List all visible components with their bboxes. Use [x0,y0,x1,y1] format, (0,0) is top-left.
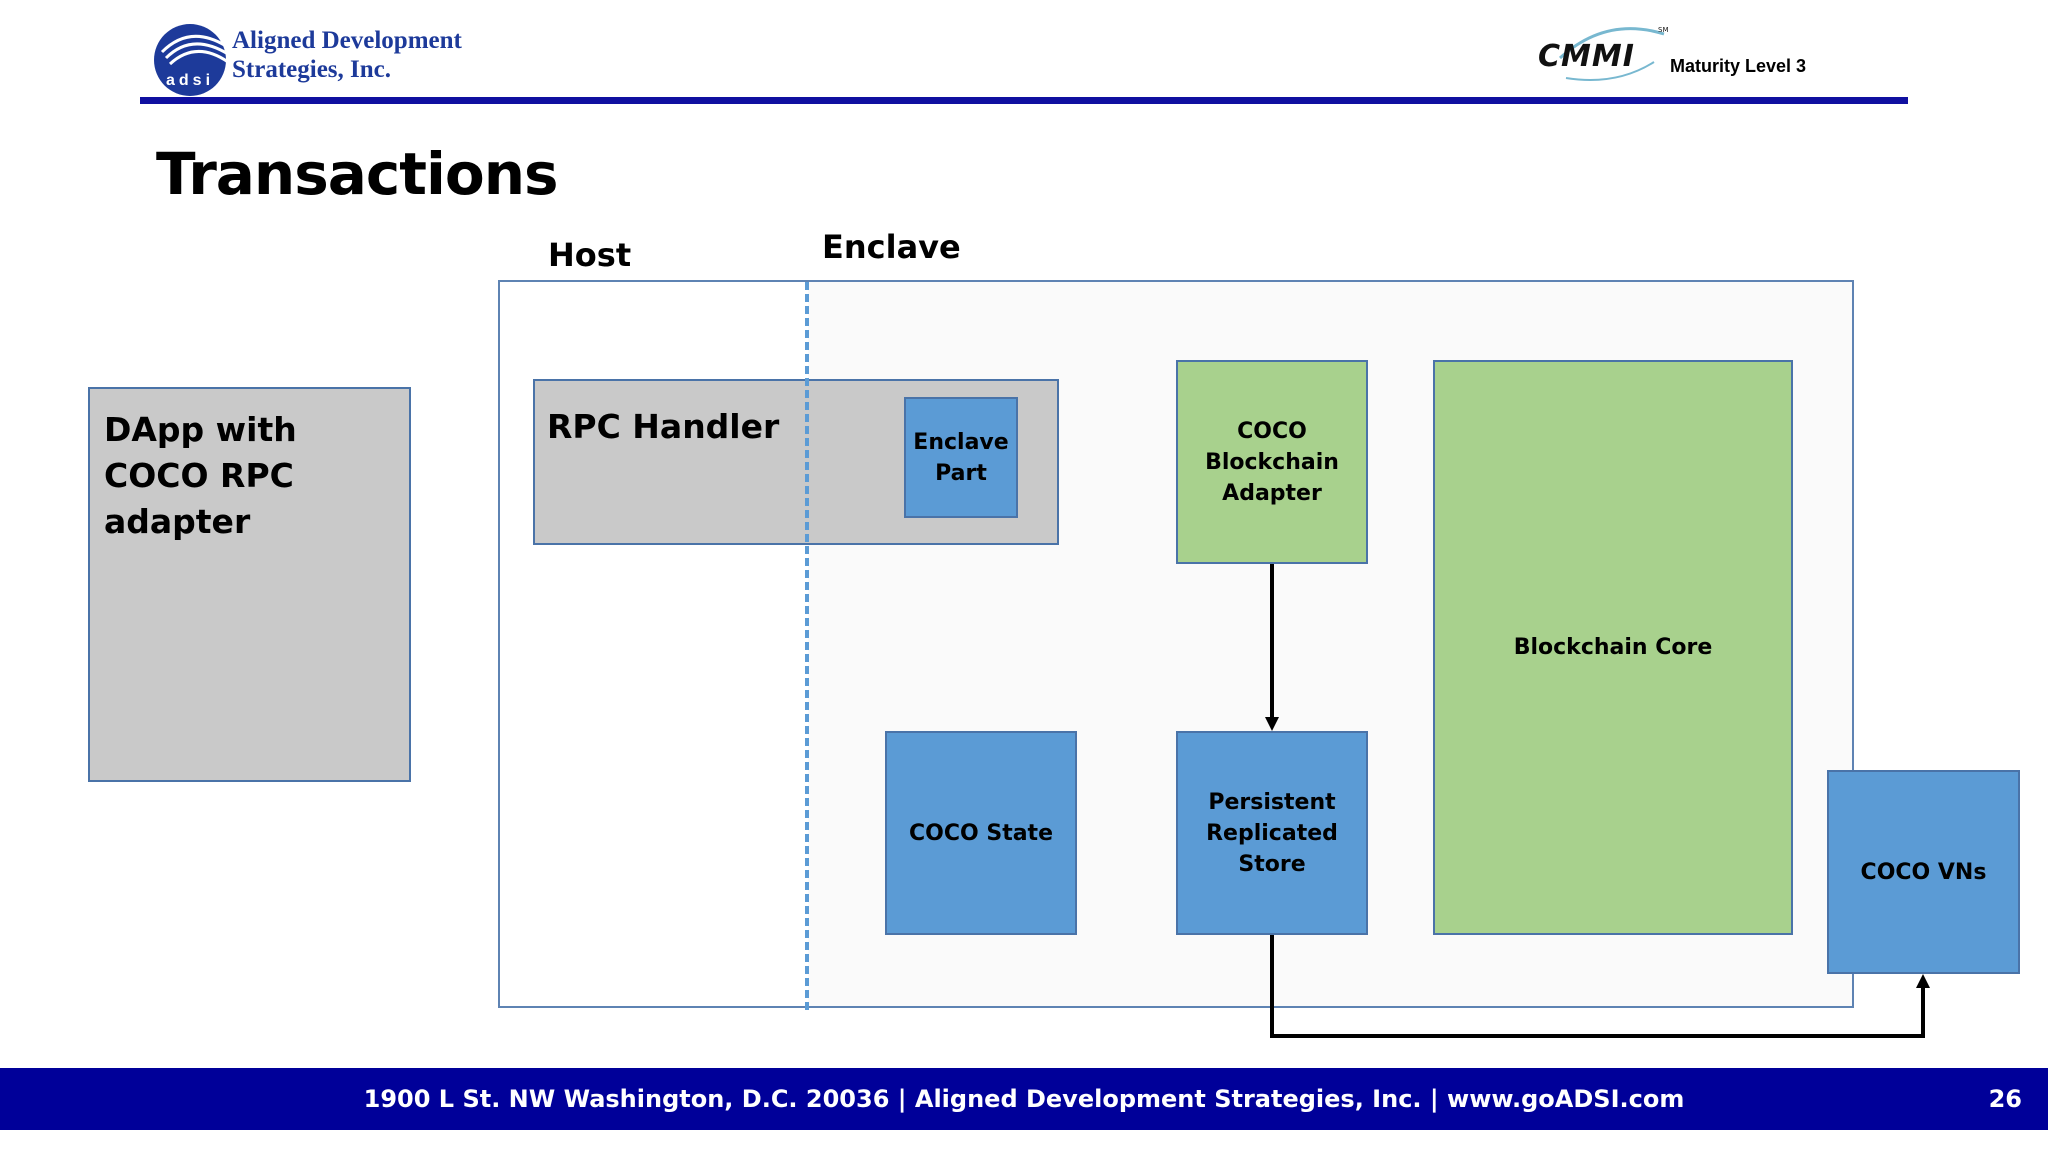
persistent-replicated-store-box: Persistent Replicated Store [1176,731,1368,935]
company-name: Aligned Development Strategies, Inc. [232,26,462,84]
maturity-level: Maturity Level 3 [1670,56,1807,76]
blockchain-core-box: Blockchain Core [1433,360,1793,935]
slide-title: Transactions [156,140,559,208]
footer-text: 1900 L St. NW Washington, D.C. 20036 | A… [363,1085,1685,1113]
dapp-box: DApp with COCO RPC adapter [88,387,411,782]
company-name-line2: Strategies, Inc. [232,56,391,83]
cmmi-sm-mark: SM [1658,26,1668,34]
coco-state-box: COCO State [885,731,1077,935]
cmmi-logo-icon: CMMI SM [1538,26,1668,81]
header-rule [140,97,1908,104]
coco-vns-box: COCO VNs [1827,770,2020,974]
store-to-vns-arrow [1270,935,1925,1038]
cmmi-logo-text: CMMI [1538,39,1635,74]
coco-blockchain-adapter-box: COCO Blockchain Adapter [1176,360,1368,564]
footer-bar: 1900 L St. NW Washington, D.C. 20036 | A… [0,1068,2048,1130]
page-number: 26 [1988,1085,2022,1113]
host-enclave-divider [805,282,809,1010]
company-name-line1: Aligned Development [232,27,462,54]
enclave-part-box: Enclave Part [904,397,1018,518]
adsi-logo-icon: adsi [154,24,229,96]
enclave-label: Enclave [822,228,961,266]
logo-letters: adsi [166,72,214,89]
host-label: Host [548,236,632,274]
store-to-vns-arrowhead [1916,974,1930,988]
adapter-to-store-arrowhead [1265,717,1279,731]
